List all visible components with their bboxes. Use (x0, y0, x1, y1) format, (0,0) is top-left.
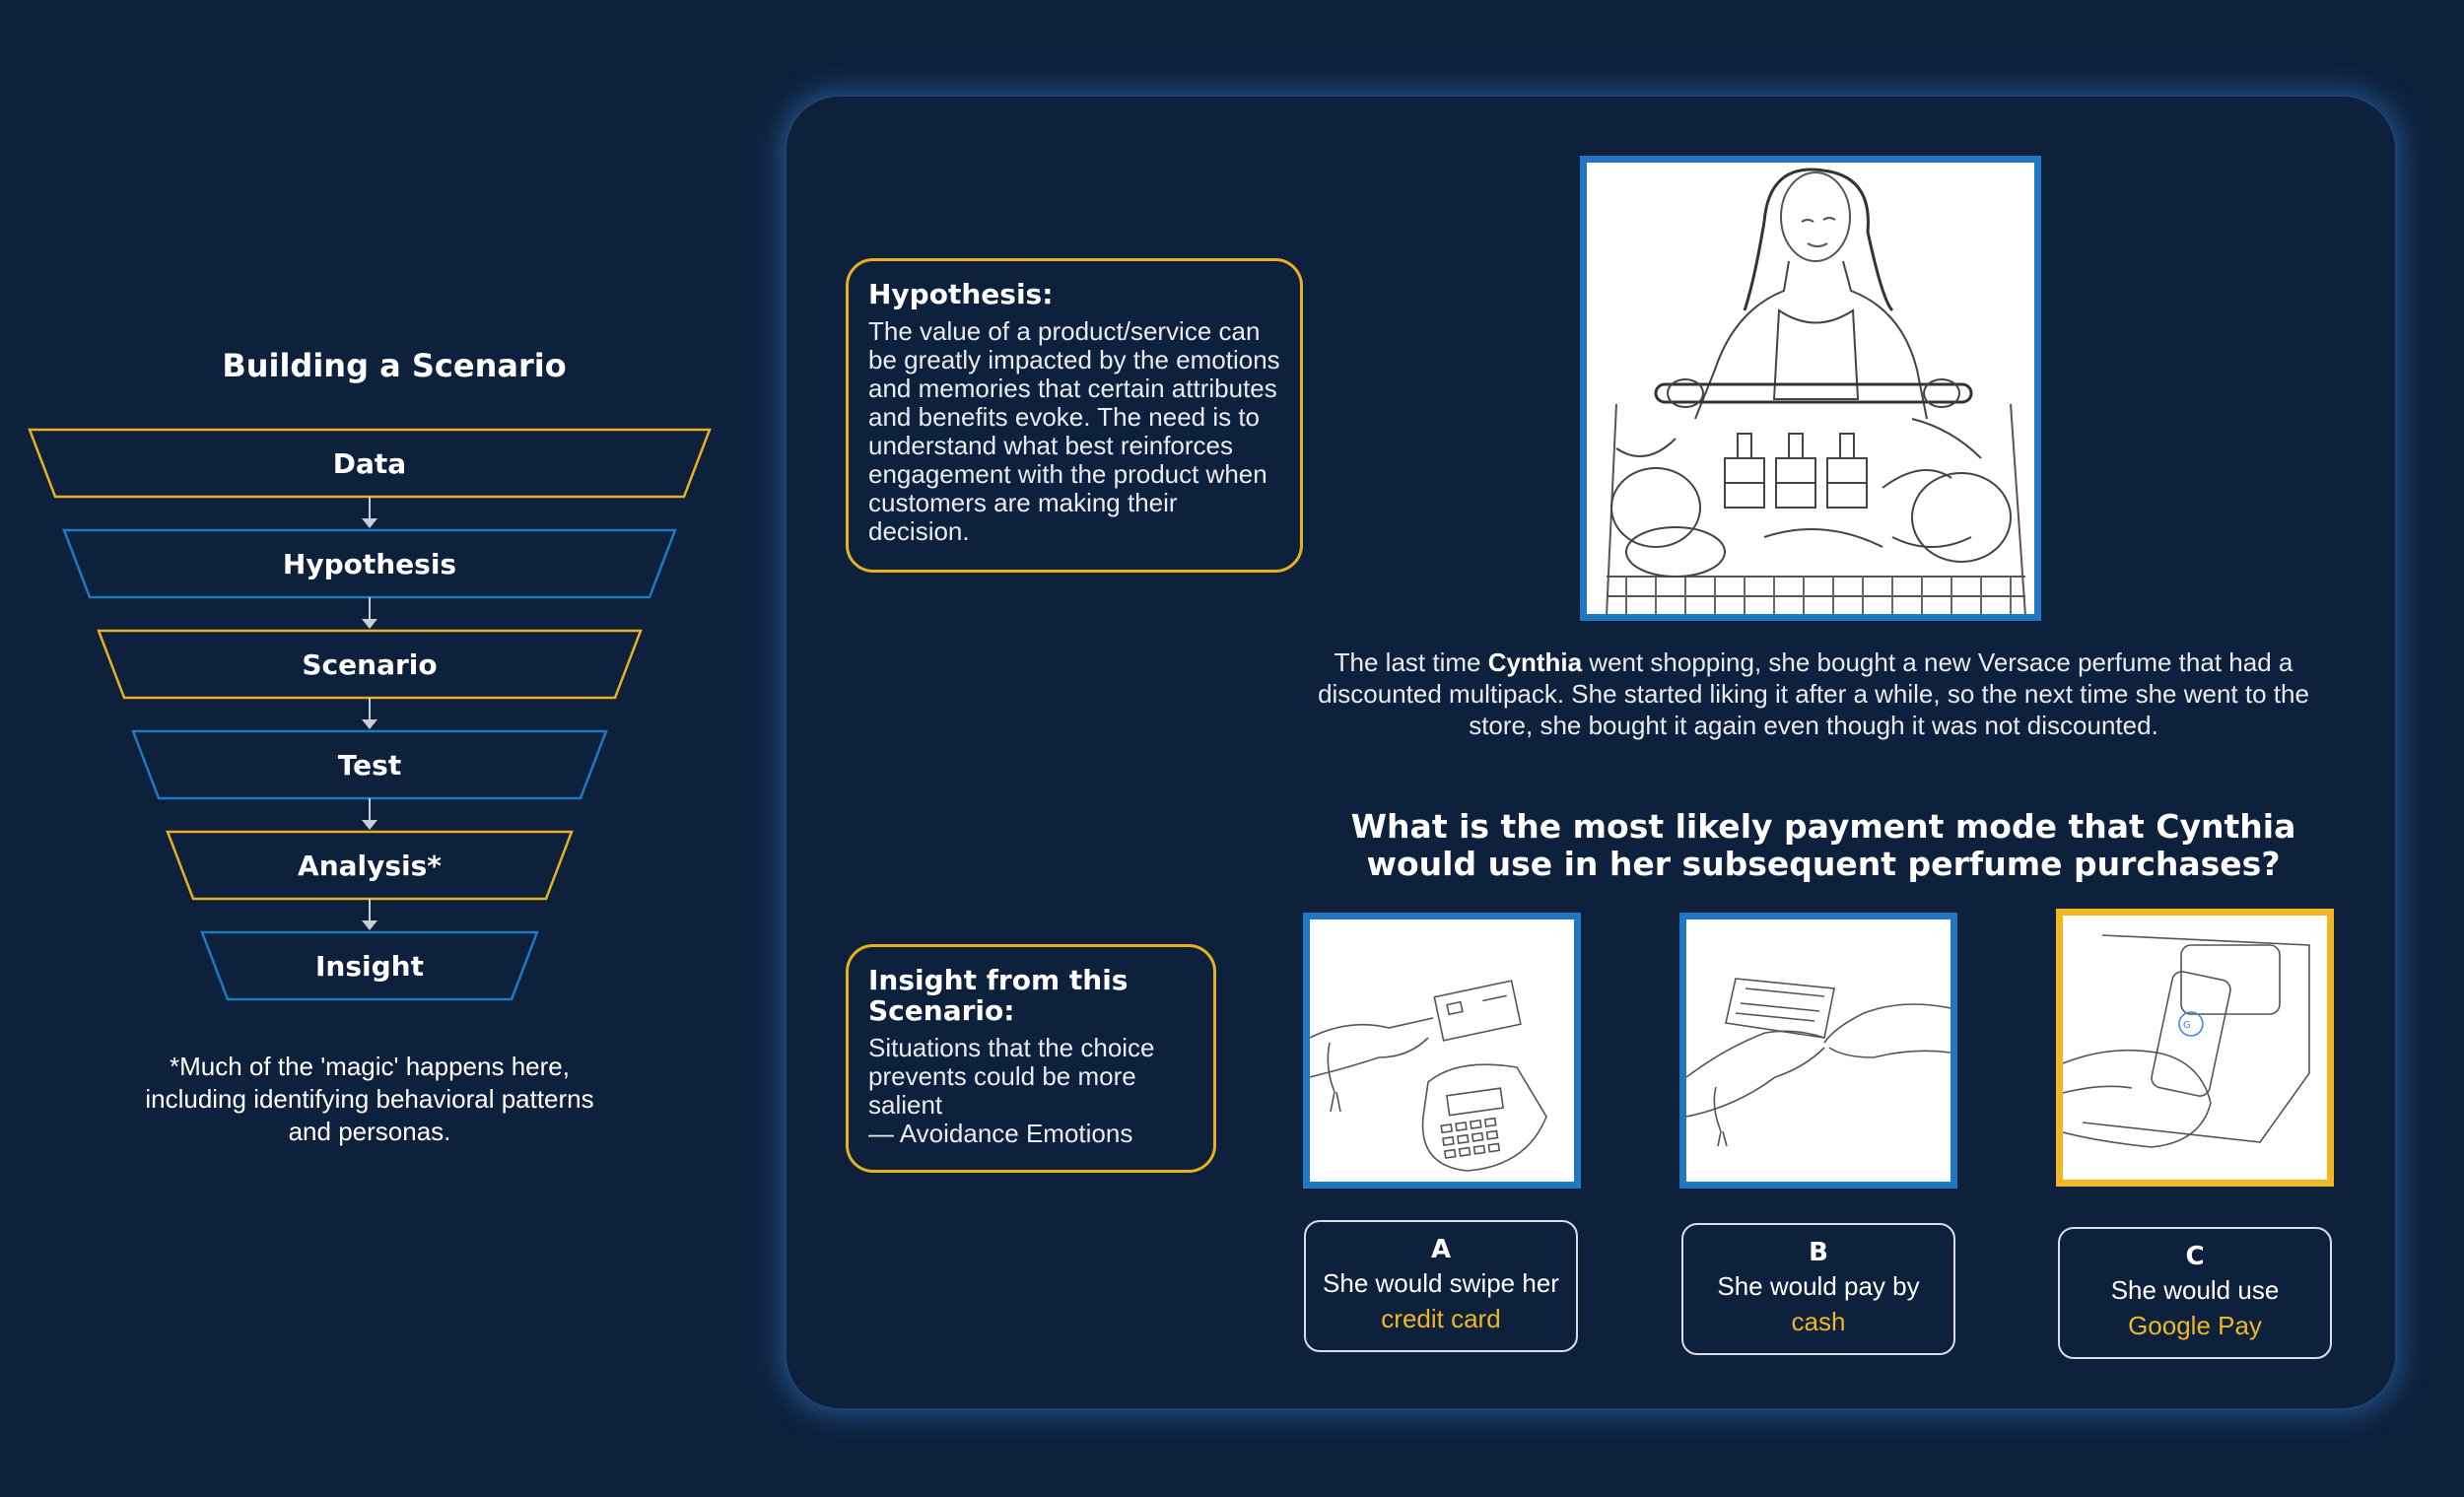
funnel-stage-3 (131, 729, 608, 800)
scenario-prefix: The last time (1334, 647, 1488, 677)
insight-callout: Insight from this Scenario: Situations t… (846, 944, 1216, 1173)
funnel-arrowhead-0 (362, 518, 377, 528)
option-b-highlight: cash (1791, 1307, 1846, 1336)
option-b-text: She would pay by (1717, 1271, 1920, 1301)
funnel-stage-4 (166, 830, 574, 901)
funnel-stage-0 (28, 428, 712, 499)
funnel-stage-label-1: Hypothesis (283, 548, 456, 580)
funnel-stage-2 (97, 629, 643, 700)
funnel-stage-label-0: Data (333, 447, 406, 480)
funnel-stage-1 (62, 528, 677, 599)
shopping-scene-image (1580, 156, 2041, 621)
option-c-highlight: Google Pay (2128, 1311, 2262, 1340)
funnel-arrowhead-3 (362, 820, 377, 830)
option-a-card[interactable]: A She would swipe her credit card (1304, 1220, 1578, 1352)
option-b-card[interactable]: B She would pay by cash (1681, 1223, 1955, 1355)
scenario-description: The last time Cynthia went shopping, she… (1311, 646, 2316, 741)
cash-image (1679, 913, 1957, 1189)
funnel-note: *Much of the 'magic' happens here, inclu… (145, 1052, 594, 1146)
funnel-stage-label-3: Test (338, 749, 401, 782)
option-c-text: She would use (2110, 1275, 2280, 1305)
funnel-stage-label-2: Scenario (302, 648, 437, 681)
option-c-letter: C (2185, 1242, 2205, 1271)
option-a-highlight: credit card (1381, 1304, 1501, 1333)
funnel-stage-label-4: Analysis* (298, 850, 442, 882)
option-a-text: She would swipe her (1323, 1268, 1559, 1298)
option-b-letter: B (1809, 1238, 1828, 1267)
hypothesis-title: Hypothesis: (868, 278, 1054, 310)
insight-body-line2: — Avoidance Emotions (868, 1119, 1133, 1148)
persona-name: Cynthia (1487, 647, 1583, 677)
funnel-stage-label-5: Insight (315, 950, 424, 983)
funnel-arrowhead-1 (362, 619, 377, 629)
google-pay-image: G (2056, 909, 2334, 1187)
option-a-letter: A (1430, 1235, 1452, 1264)
insight-title: Insight from this Scenario: (868, 964, 1129, 1027)
funnel-title: Building a Scenario (222, 347, 567, 384)
option-c-card[interactable]: C She would use Google Pay (2058, 1227, 2332, 1359)
insight-body-line1: Situations that the choice prevents coul… (868, 1033, 1155, 1120)
svg-text:G: G (2183, 1020, 2191, 1031)
insight-body: Situations that the choice prevents coul… (868, 1034, 1194, 1148)
hypothesis-callout: Hypothesis: The value of a product/servi… (846, 258, 1303, 573)
funnel-arrowhead-4 (362, 920, 377, 930)
credit-card-image (1303, 913, 1581, 1189)
question-heading: What is the most likely payment mode tha… (1350, 807, 2296, 883)
scenario-rest: went shopping, she bought a new Versace … (1318, 647, 2309, 740)
funnel-stage-5 (200, 930, 539, 1001)
hypothesis-body: The value of a product/service can be gr… (868, 316, 1280, 546)
funnel-arrowhead-2 (362, 719, 377, 729)
